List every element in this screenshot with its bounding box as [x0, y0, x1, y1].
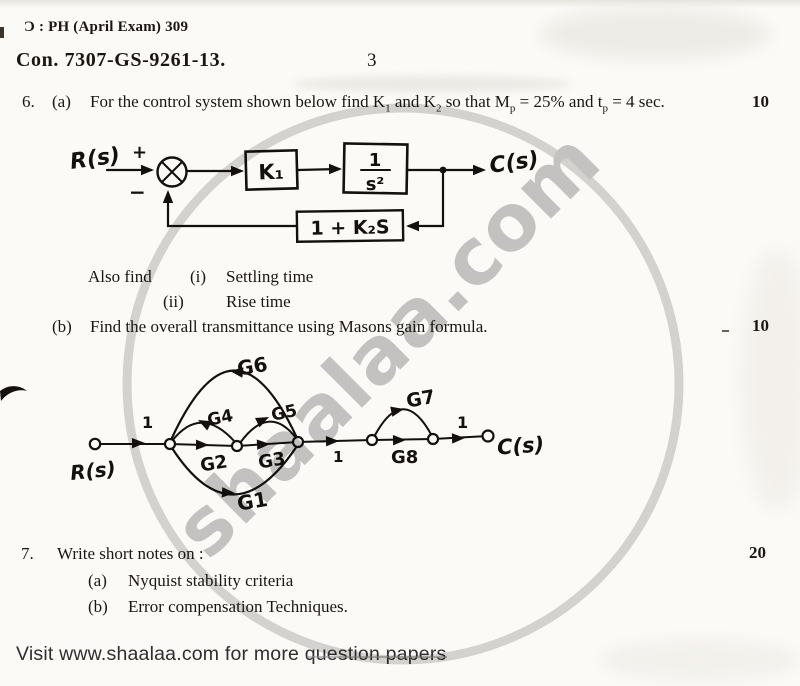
- bd-plant-numerator: 1: [369, 150, 382, 171]
- sfg-arrowhead: [451, 433, 465, 444]
- bd-arrowhead: [162, 190, 174, 203]
- sfg-gain-g4: G4: [206, 406, 236, 431]
- q6a-marks: 10: [752, 92, 769, 111]
- sfg-arrowhead: [390, 406, 404, 417]
- scan-noise-blob: [742, 250, 800, 510]
- sfg-gain-g6: G6: [235, 352, 269, 381]
- q6-number: 6.: [22, 92, 35, 111]
- sfg-node-input: [88, 437, 102, 451]
- bd-feedback-block-label: 1 + K₂S: [310, 216, 389, 239]
- q7-marks: 20: [749, 543, 766, 562]
- bd-arrowhead: [406, 220, 419, 232]
- sfg-arrowhead: [325, 436, 339, 447]
- bd-plant-denominator: s²: [366, 174, 385, 195]
- block-diagram: [105, 142, 486, 243]
- paper-code: Ɔ : PH (April Exam) 309: [24, 19, 189, 35]
- sfg-node-2: [163, 437, 177, 451]
- scan-noise-blob: [292, 76, 572, 92]
- bd-arrowhead: [329, 163, 342, 175]
- sfg-arc-g7: [373, 408, 433, 438]
- bd-arrowhead: [473, 164, 486, 176]
- signal-flow-graph-labels: R(s) 1 G2 G3 G4 G5 G6 G1 1 G8 G7 1 C(s): [69, 352, 545, 516]
- sfg-gain-g2: G2: [199, 451, 229, 476]
- q6b-marks: 10: [752, 316, 769, 335]
- q7a-label: (a): [88, 571, 107, 590]
- sfg-gain-g7: G7: [405, 386, 437, 413]
- bd-plus-sign: +: [132, 142, 147, 163]
- bd-minus-sign: −: [129, 180, 146, 204]
- sfg-arrowhead: [131, 438, 145, 449]
- bd-output-label: C(s): [488, 147, 540, 179]
- sfg-gain-g5: G5: [270, 401, 299, 426]
- sfg-arrowhead: [195, 439, 209, 450]
- q6b-label: (b): [52, 317, 72, 336]
- sfg-node-output: [481, 429, 495, 443]
- sfg-node-4: [291, 435, 305, 449]
- sfg-arrowhead: [392, 435, 406, 446]
- sfg-gain-g3: G3: [257, 448, 287, 473]
- sfg-gain-1c: 1: [457, 413, 468, 432]
- scan-line-artifact: [307, 656, 447, 658]
- sfg-gain-1a: 1: [142, 413, 153, 432]
- bd-arrowhead: [141, 164, 154, 176]
- bd-feedback-line-right: [407, 168, 445, 228]
- q7-number: 7.: [21, 544, 34, 563]
- ink-smudge: [0, 386, 27, 401]
- sfg-gain-g8: G8: [391, 447, 418, 468]
- sfg-node-3: [230, 439, 244, 453]
- sfg-input-label: R(s): [69, 456, 117, 485]
- sfg-node-6: [426, 432, 440, 446]
- q7b-label: (b): [88, 597, 108, 616]
- q6a-label: (a): [52, 92, 71, 111]
- sfg-node-5: [365, 433, 379, 447]
- scan-noise-blob: [540, 8, 770, 60]
- bd-gain-block-label: K₁: [258, 160, 284, 185]
- sfg-arc-g5: [239, 420, 297, 444]
- sfg-gain-1b: 1: [333, 448, 343, 466]
- sfg-arrowhead: [221, 487, 235, 498]
- sfg-arrowhead: [256, 439, 270, 450]
- bd-junction-cross: [161, 161, 183, 183]
- page-number: 3: [367, 50, 377, 71]
- block-diagram-labels: R(s) + − K₁ 1 s² 1 + K₂S C(s): [68, 142, 540, 240]
- sfg-output-label: C(s): [496, 432, 545, 459]
- sfg-gain-g1: G1: [235, 487, 269, 516]
- con-number: Con. 7307-GS-9261-13.: [16, 49, 226, 71]
- bd-feedback-line-left: [166, 191, 298, 228]
- ink-speck: [0, 27, 4, 38]
- scan-speck: [722, 330, 729, 332]
- bd-arrowhead: [231, 165, 244, 177]
